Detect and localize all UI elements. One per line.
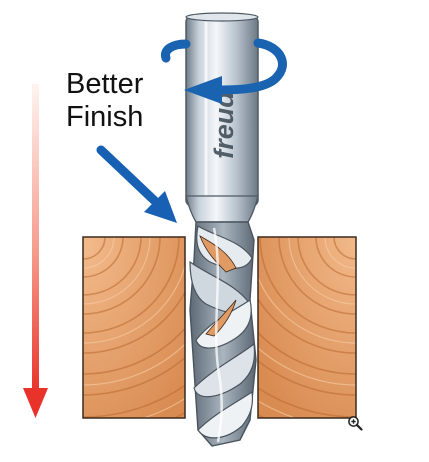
feed-direction-arrow: [23, 84, 48, 418]
callout-line-1: Better: [66, 68, 144, 100]
router-bit: [185, 12, 259, 447]
pointer-arrow: [96, 145, 177, 223]
callout-line-2: Finish: [66, 101, 144, 133]
wood-block-right: [257, 236, 357, 419]
better-finish-label: Better Finish: [66, 68, 143, 134]
rotation-arrow: [160, 38, 287, 104]
wood-block-left: [82, 236, 186, 419]
bit-shank: [185, 12, 259, 207]
brand-logo-text: freud: [209, 91, 239, 159]
bit-spiral-flutes: [189, 221, 257, 447]
zoom-in-icon[interactable]: [347, 415, 363, 431]
